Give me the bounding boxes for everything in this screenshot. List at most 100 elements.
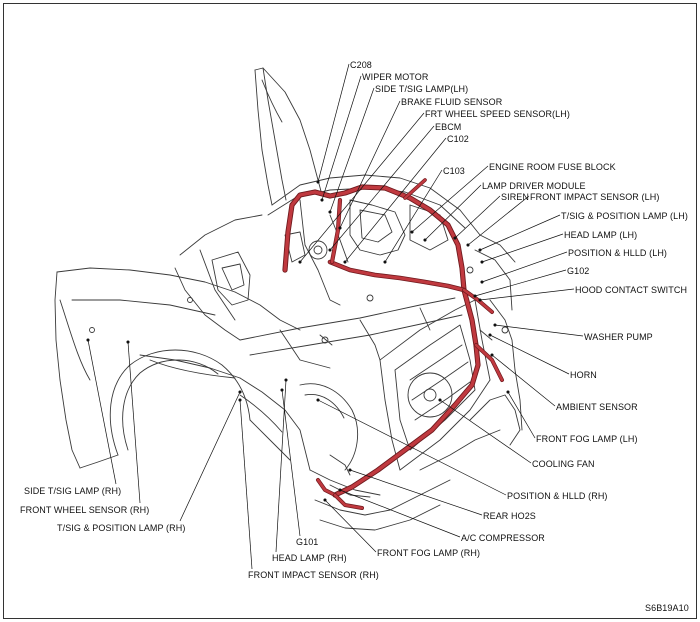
- leader-head-lamp-rh: [275, 379, 287, 553]
- label-g101: G101: [296, 537, 319, 547]
- leader-side-tsig-lh: [329, 87, 375, 213]
- leader-tip-c208: [316, 180, 320, 184]
- label-c208: C208: [350, 60, 372, 70]
- leader-tip-front-wheel-rh: [126, 340, 130, 344]
- leader-tip-cooling-fan: [438, 398, 442, 402]
- diagram-frame: [3, 3, 697, 619]
- leader-tip-head-lamp-lh: [480, 260, 484, 264]
- leader-hood-contact: [479, 288, 575, 301]
- leader-g101: [281, 389, 301, 537]
- label-c103: C103: [443, 166, 465, 176]
- label-engine-room-fuse-block: ENGINE ROOM FUSE BLOCK: [489, 162, 616, 172]
- leader-tip-horn: [488, 333, 492, 337]
- leader-front-impact-rh: [239, 399, 253, 570]
- label-siren: SIREN: [501, 192, 530, 202]
- leader-tip-engine-fuse: [410, 230, 414, 234]
- leader-tip-rear-ho2s: [348, 468, 352, 472]
- leader-tip-c103: [383, 260, 387, 264]
- label-brake-fluid-sensor: BRAKE FLUID SENSOR: [401, 97, 503, 107]
- label-cooling-fan: COOLING FAN: [532, 459, 595, 469]
- leader-engine-fuse: [411, 165, 489, 233]
- leader-tip-front-impact-rh: [238, 398, 242, 402]
- leader-tip-pos-hlld-lh: [480, 280, 484, 284]
- leader-pos-hlld-rh: [317, 399, 507, 496]
- leader-siren: [454, 195, 501, 239]
- leader-c102: [344, 137, 447, 263]
- leader-front-fog-lh: [507, 391, 536, 439]
- label-g102: G102: [567, 266, 590, 276]
- leader-tip-ebcm: [328, 248, 332, 252]
- leader-ambient: [491, 354, 556, 407]
- leader-tip-tsig-pos-rh: [238, 390, 242, 394]
- leader-tip-front-impact-lh: [466, 243, 470, 247]
- leader-tip-ambient: [490, 353, 494, 357]
- leader-tip-lamp-driver: [423, 238, 427, 242]
- leader-tip-hood-contact: [478, 298, 482, 302]
- leader-g102: [474, 269, 567, 297]
- label-ac-compressor: A/C COMPRESSOR: [461, 533, 545, 543]
- leader-tip-c102: [343, 260, 347, 264]
- label-front-fog-lamp-rh: FRONT FOG LAMP (RH): [377, 548, 481, 558]
- label-front-wheel-sensor-rh: FRONT WHEEL SENSOR (RH): [20, 505, 150, 515]
- leader-tip-brake-fluid: [338, 226, 342, 230]
- leader-tip-siren: [453, 236, 457, 240]
- leader-side-tsig-rh: [87, 339, 117, 485]
- leader-tip-g102: [473, 294, 477, 298]
- leader-tip-head-lamp-rh: [284, 378, 288, 382]
- label-lamp-driver-module: LAMP DRIVER MODULE: [482, 181, 586, 191]
- label-rear-ho2s: REAR HO2S: [483, 511, 536, 521]
- label-ebcm: EBCM: [435, 122, 462, 132]
- label-horn: HORN: [570, 370, 597, 380]
- label-front-fog-lamp-lh: FRONT FOG LAMP (LH): [536, 434, 638, 444]
- leader-tip-g101: [280, 388, 284, 392]
- leader-brake-fluid: [339, 100, 401, 229]
- leader-front-impact-lh: [467, 195, 530, 246]
- wiring-harness: [282, 178, 504, 510]
- leader-ebcm: [329, 125, 435, 251]
- leader-tip-tsig-pos-lh: [478, 248, 482, 252]
- leader-front-fog-rh: [324, 499, 377, 553]
- label-position-hlld-lh: POSITION & HLLD (LH): [568, 248, 668, 258]
- leader-tip-front-fog-lh: [506, 390, 510, 394]
- leader-lines: [86, 63, 584, 570]
- label-tsig-position-lamp-lh: T/SIG & POSITION LAMP (LH): [561, 211, 688, 221]
- label-ambient-sensor: AMBIENT SENSOR: [556, 402, 638, 412]
- leader-ac-compressor: [339, 489, 461, 538]
- leader-pos-hlld-lh: [481, 251, 568, 283]
- leader-c103: [384, 169, 443, 263]
- label-frt-wheel-speed-sensor-lh: FRT WHEEL SPEED SENSOR(LH): [425, 109, 570, 119]
- label-hood-contact-switch: HOOD CONTACT SWITCH: [575, 285, 688, 295]
- leader-lamp-driver: [424, 184, 482, 241]
- label-side-tsig-lamp-rh: SIDE T/SIG LAMP (RH): [24, 486, 122, 496]
- label-side-tsig-lamp-lh: SIDE T/SIG LAMP(LH): [375, 84, 469, 94]
- label-c102: C102: [447, 134, 469, 144]
- leader-horn: [489, 334, 570, 375]
- leader-tip-frt-wheel-lh: [298, 260, 302, 264]
- leader-tip-washer-pump: [493, 323, 497, 327]
- leader-cooling-fan: [439, 399, 532, 464]
- label-position-hlld-rh: POSITION & HLLD (RH): [507, 491, 608, 501]
- leader-tsig-pos-rh: [179, 391, 241, 522]
- leader-tip-wiper-motor: [320, 198, 324, 202]
- leader-tip-side-tsig-lh: [328, 210, 332, 214]
- figure-code: S6B19A10: [645, 603, 689, 613]
- leader-tsig-pos-lh: [479, 214, 561, 251]
- label-head-lamp-rh: HEAD LAMP (RH): [272, 553, 347, 563]
- body-line-art: [54, 67, 523, 531]
- leader-rear-ho2s: [349, 469, 483, 516]
- leader-c208: [317, 63, 350, 183]
- leader-front-wheel-rh: [127, 341, 141, 504]
- label-front-impact-sensor-rh: FRONT IMPACT SENSOR (RH): [248, 570, 379, 580]
- label-front-impact-sensor-lh: FRONT IMPACT SENSOR (LH): [530, 192, 660, 202]
- label-head-lamp-lh: HEAD LAMP (LH): [564, 230, 638, 240]
- leader-tip-front-fog-rh: [323, 498, 327, 502]
- leader-head-lamp-lh: [481, 233, 564, 263]
- label-washer-pump: WASHER PUMP: [584, 332, 653, 342]
- leader-tip-side-tsig-rh: [86, 338, 90, 342]
- leader-frt-wheel-lh: [299, 112, 425, 263]
- label-wiper-motor: WIPER MOTOR: [362, 72, 429, 82]
- leader-tip-ac-compressor: [338, 488, 342, 492]
- label-tsig-position-lamp-rh: T/SIG & POSITION LAMP (RH): [57, 523, 186, 533]
- leader-tip-pos-hlld-rh: [316, 398, 320, 402]
